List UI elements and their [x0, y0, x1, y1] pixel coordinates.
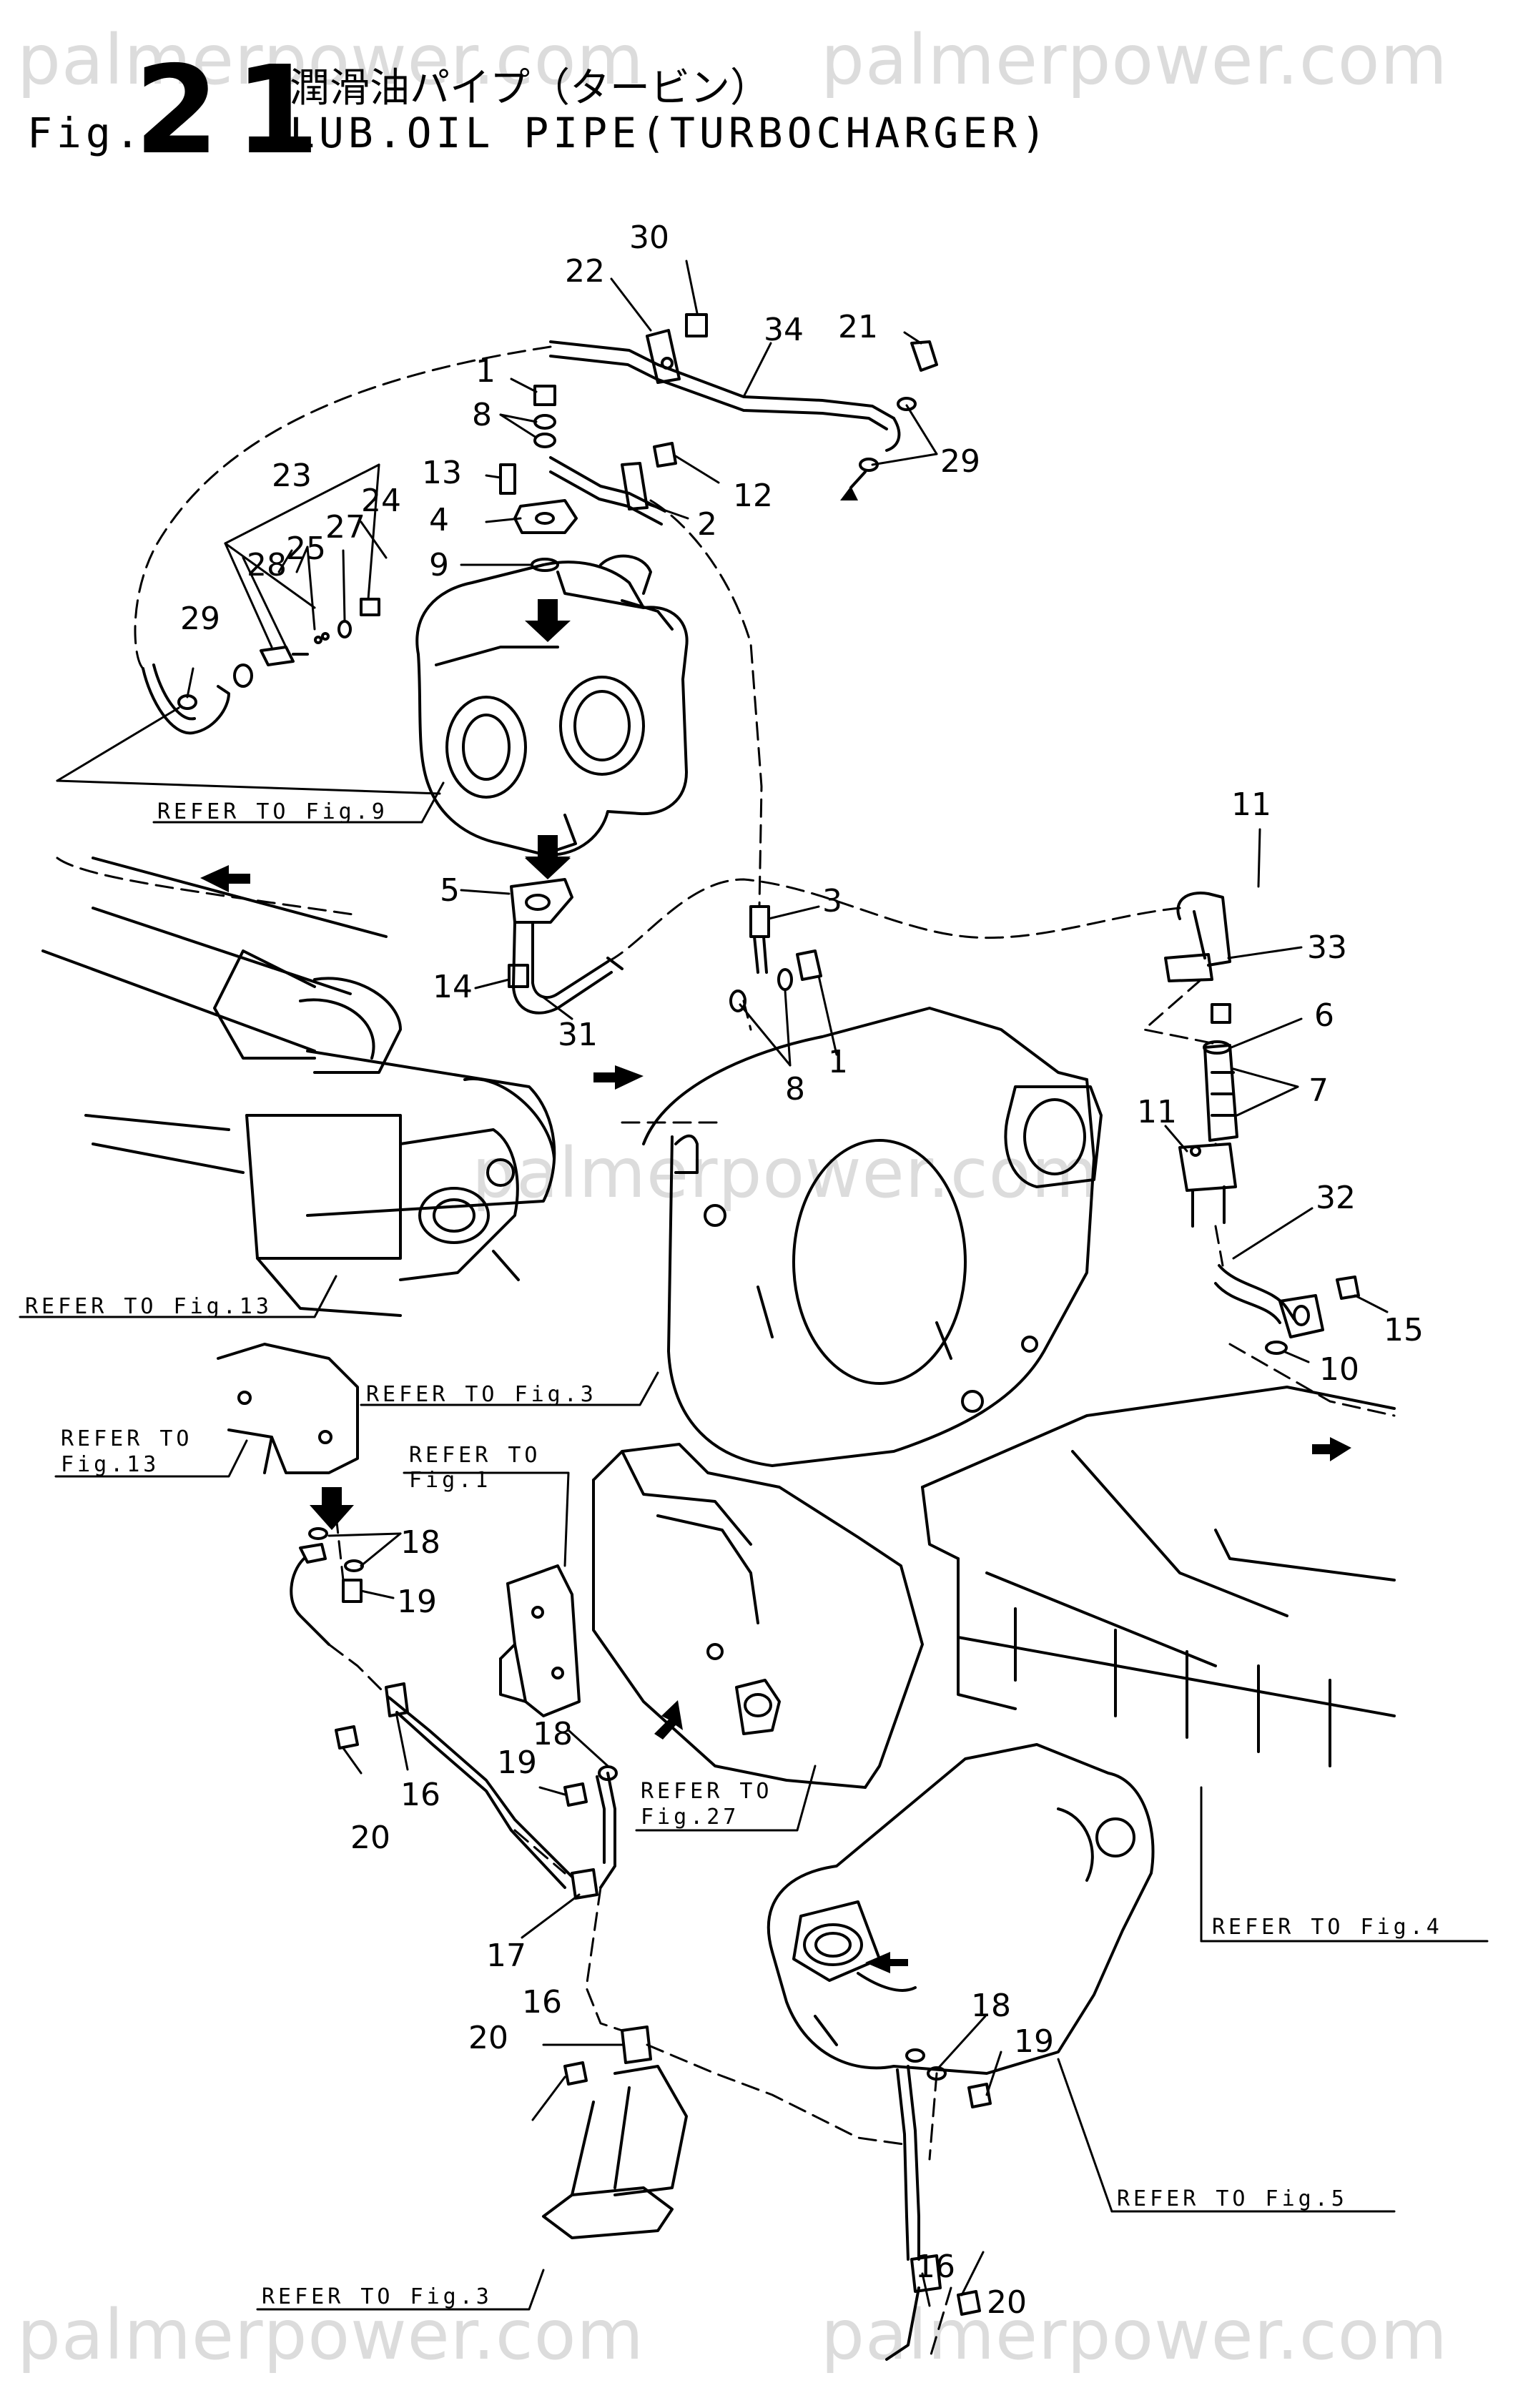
fitting-3	[729, 905, 822, 1012]
turbo-inlet-arrow	[525, 599, 571, 878]
ref-fig13-side-label-2: Fig.13	[61, 1452, 159, 1477]
callout-number: 14	[433, 969, 473, 1005]
callout-number: 19	[497, 1745, 537, 1781]
callout-number: 22	[565, 253, 605, 290]
callout-number: 17	[486, 1938, 526, 1974]
callout-number: 18	[400, 1524, 440, 1561]
callout-number: 9	[429, 547, 449, 583]
callout-numbers: 30 22 34 21 1 8 13 12 2 29 23 28 25 27 2…	[180, 219, 1424, 2321]
callout-number: 16	[400, 1777, 440, 1813]
callout-number: 18	[533, 1716, 573, 1752]
ref-fig5-label: REFER TO Fig.5	[1117, 2186, 1348, 2211]
ref-fig3-top-label: REFER TO Fig.3	[366, 1382, 597, 1407]
support-bracket	[499, 1564, 581, 1717]
reference-underlines	[19, 781, 1489, 2311]
watermark-top-left: palmerpower.com	[17, 20, 644, 100]
callout-number: 30	[629, 219, 669, 256]
callout-number: 18	[971, 1988, 1011, 2024]
figure-title-english: LUB.OIL PIPE(TURBOCHARGER)	[290, 109, 1050, 157]
union-fitting-11	[1178, 1143, 1237, 1228]
lube-lines	[388, 1697, 920, 2361]
oil-pipe-34	[549, 313, 938, 452]
callout-number: 20	[987, 2284, 1027, 2321]
ref-fig1-label-2: Fig.1	[409, 1468, 491, 1493]
callout-number: 20	[468, 2020, 508, 2056]
callout-number: 8	[785, 1071, 805, 1107]
figure-title-japanese: 潤滑油パイプ（タービン）	[290, 65, 770, 112]
callout-number: 11	[1137, 1094, 1177, 1130]
oil-pan	[921, 1386, 1396, 1767]
callout-number: 19	[1014, 2023, 1054, 2060]
callout-number: 10	[1319, 1351, 1359, 1388]
callout-number: 4	[429, 502, 449, 538]
lower-bracket	[542, 2065, 688, 2239]
oil-cooler-housing	[767, 1743, 1155, 2075]
turbocharger	[415, 554, 689, 857]
arrow-shaft	[849, 470, 867, 489]
figure-prefix: Fig.	[27, 109, 144, 157]
oil-filter-head	[217, 1343, 359, 1474]
flow-arrows	[200, 844, 1351, 1973]
callout-number: 33	[1307, 929, 1347, 966]
starter-motor	[41, 857, 556, 1317]
gear-case	[592, 1443, 924, 1789]
callout-number: 5	[440, 872, 460, 909]
check-valve-assembly	[142, 598, 380, 735]
ref-fig13-top-label: REFER TO Fig.13	[25, 1294, 272, 1319]
callout-number: 31	[558, 1017, 598, 1053]
watermark-center: palmerpower.com	[472, 1133, 1099, 1213]
flywheel-housing	[642, 1007, 1103, 1467]
callout-number: 13	[422, 455, 462, 491]
oil-pipe-32	[1214, 1264, 1360, 1355]
callout-number: 15	[1384, 1312, 1424, 1348]
banjo-fittings-18-19	[290, 1527, 364, 1646]
oil-hose-6-7	[1203, 1040, 1238, 1142]
inlet-fittings	[499, 385, 677, 572]
watermark-bottom-right: palmerpower.com	[821, 2295, 1448, 2375]
figure-number: 21	[134, 40, 335, 182]
watermark-top-right: palmerpower.com	[821, 20, 1448, 100]
ref-fig4-label: REFER TO Fig.4	[1212, 1915, 1443, 1940]
callout-number: 24	[361, 483, 401, 519]
callout-number: 6	[1314, 997, 1334, 1034]
callout-number: 2	[697, 506, 717, 543]
callout-number: 27	[325, 509, 365, 546]
callout-number: 7	[1309, 1072, 1329, 1109]
callout-number: 12	[733, 478, 773, 514]
callout-number: 21	[838, 309, 878, 345]
drain-pipe-31	[508, 878, 624, 1015]
ref-fig27-label-1: REFER TO	[641, 1779, 773, 1804]
callout-number: 32	[1316, 1180, 1356, 1216]
right-oil-pipe-33	[1164, 892, 1231, 1024]
callout-number: 1	[475, 353, 496, 390]
ref-fig27-label-2: Fig.27	[641, 1805, 739, 1830]
dashed-routing-lines	[56, 345, 1396, 2361]
callout-number: 16	[522, 1984, 562, 2020]
callout-number: 28	[247, 547, 287, 583]
callout-number: 25	[286, 531, 326, 567]
callout-number: 34	[764, 312, 804, 348]
ref-fig3-bottom-label: REFER TO Fig.3	[262, 2284, 493, 2309]
ref-fig13-side-label-1: REFER TO	[61, 1426, 193, 1451]
callout-number: 11	[1231, 786, 1271, 823]
callout-number: 16	[915, 2249, 955, 2285]
callout-number: 29	[180, 601, 220, 637]
callout-number: 29	[940, 443, 980, 480]
callout-number: 1	[828, 1044, 848, 1080]
ref-fig1-label-1: REFER TO	[409, 1443, 541, 1468]
flow-arrow-down-right	[840, 486, 858, 500]
leader-lines	[56, 260, 1389, 2307]
callout-number: 23	[272, 458, 312, 494]
callout-number: 19	[397, 1584, 437, 1620]
ref-fig9-label: REFER TO Fig.9	[157, 799, 388, 824]
callout-number: 3	[822, 883, 842, 919]
callout-number: 8	[472, 397, 492, 433]
callout-number: 20	[350, 1820, 390, 1856]
reference-labels: REFER TO Fig.9 REFER TO Fig.13 REFER TO …	[25, 799, 1443, 2309]
